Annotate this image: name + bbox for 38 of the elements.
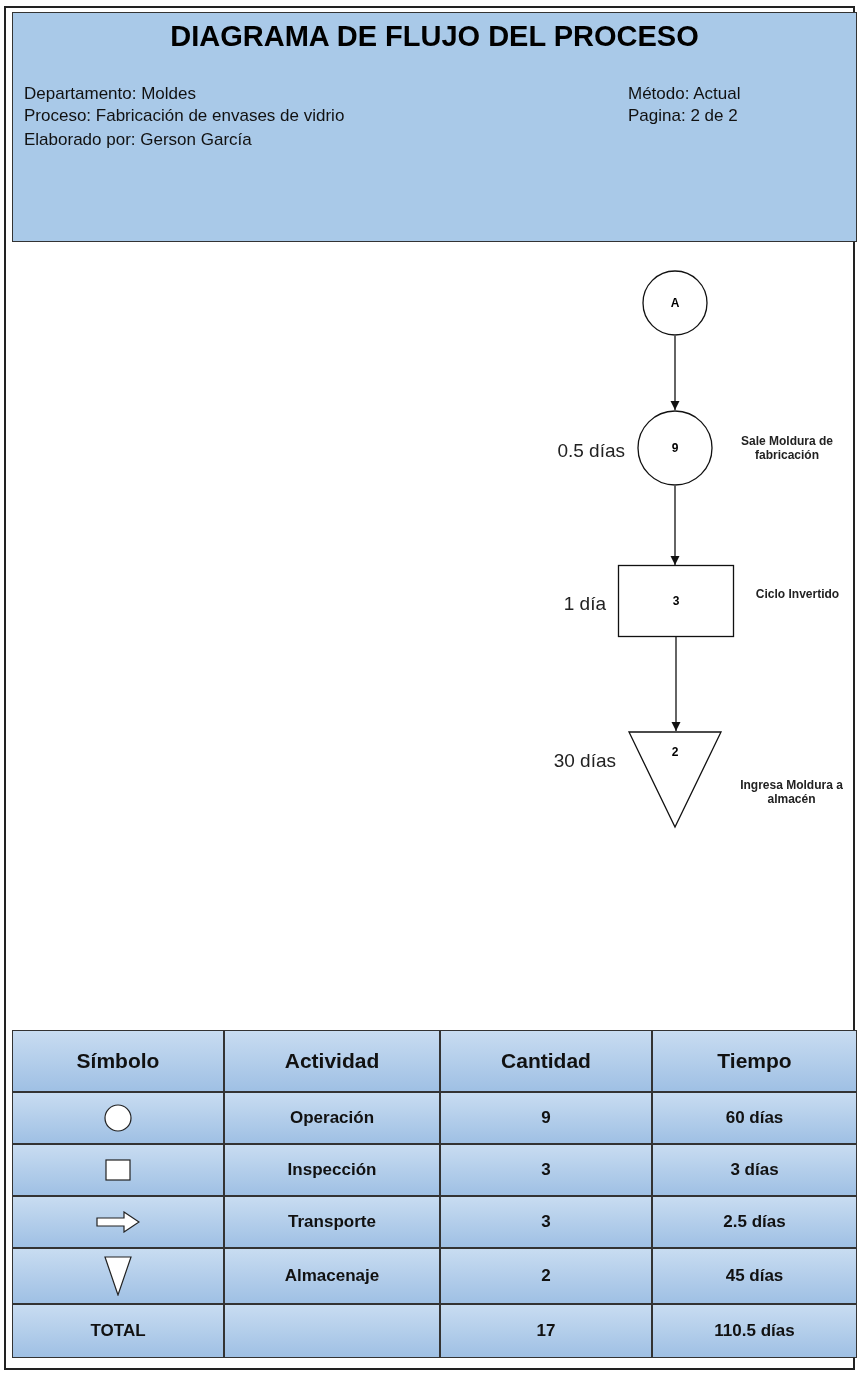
storage-triangle: 2 <box>628 731 722 828</box>
table-cell: 2 <box>440 1248 652 1304</box>
arrow <box>671 636 681 732</box>
step-description: Sale Moldura de fabricación <box>740 434 834 462</box>
table-cell: 3 días <box>652 1144 857 1196</box>
column-header: Actividad <box>224 1030 440 1092</box>
table-cell: 2.5 días <box>652 1196 857 1248</box>
table-cell: 17 <box>440 1304 652 1358</box>
duration-label: 0.5 días <box>556 440 625 462</box>
column-header: Tiempo <box>652 1030 857 1092</box>
table-cell: Transporte <box>224 1196 440 1248</box>
table-cell: 60 días <box>652 1092 857 1144</box>
table-cell: Inspección <box>224 1144 440 1196</box>
table-cell: 9 <box>440 1092 652 1144</box>
table-cell: 45 días <box>652 1248 857 1304</box>
table-cell: Operación <box>224 1092 440 1144</box>
header-text: Proceso: Fabricación de envases de vidrio <box>24 106 345 126</box>
table-cell: 3 <box>440 1196 652 1248</box>
table-cell: 3 <box>440 1144 652 1196</box>
arrow <box>670 485 680 566</box>
header-text: Método: Actual <box>628 84 741 104</box>
title: DIAGRAMA DE FLUJO DEL PROCESO <box>169 20 700 53</box>
header-text: Elaborado por: Gerson García <box>24 130 252 150</box>
connector-circle: A <box>642 270 708 336</box>
step-description: Ingresa Moldura a almacén <box>739 777 844 806</box>
column-header: Símbolo <box>12 1030 224 1092</box>
table-cell: TOTAL <box>12 1304 224 1358</box>
inspection-box: 3 <box>618 565 734 637</box>
duration-label: 30 días <box>552 749 616 772</box>
table-cell: Almacenaje <box>224 1248 440 1304</box>
header-text: Departamento: Moldes <box>24 84 196 104</box>
header-text: Pagina: 2 de 2 <box>628 106 738 126</box>
table-cell: 110.5 días <box>652 1304 857 1358</box>
arrow <box>670 335 680 411</box>
duration-label: 1 día <box>562 593 606 615</box>
step-description: Ciclo Invertido <box>754 587 841 601</box>
operation-circle: 9 <box>637 410 713 486</box>
column-header: Cantidad <box>440 1030 652 1092</box>
